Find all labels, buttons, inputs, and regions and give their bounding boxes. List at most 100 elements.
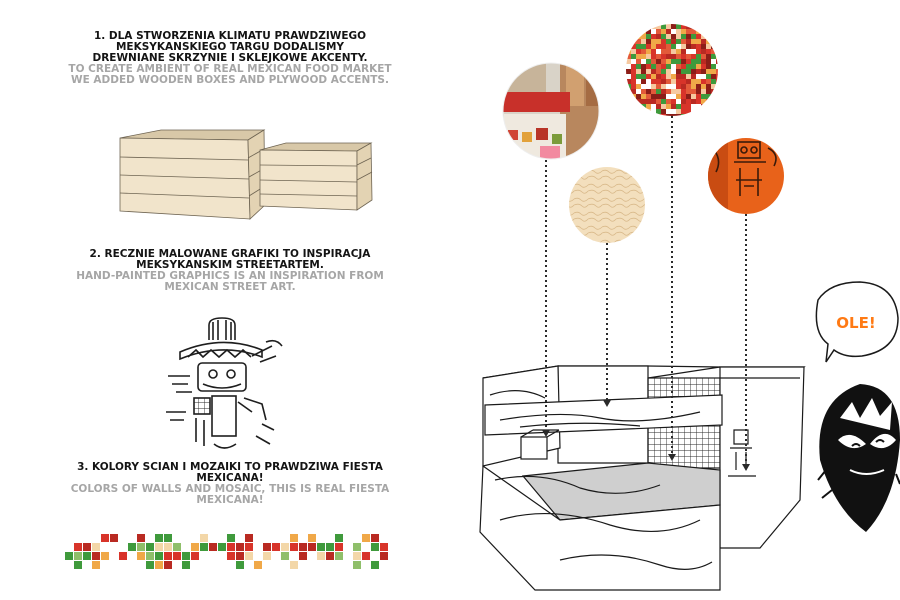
mosaic-circle-tile — [646, 59, 651, 64]
mosaic-circle-tile — [686, 79, 691, 84]
mosaic-circle-tile — [636, 24, 641, 29]
mosaic-tile — [371, 543, 379, 551]
mosaic-circle-tile — [666, 64, 671, 69]
mosaic-tile — [245, 543, 253, 551]
mosaic-circle-tile — [691, 39, 696, 44]
mosaic-circle-tile — [701, 59, 706, 64]
mosaic-circle-tile — [626, 104, 631, 109]
mosaic-circle-tile — [671, 84, 676, 89]
mosaic-tile — [218, 552, 226, 560]
mosaic-circle-tile — [681, 74, 686, 79]
mosaic-circle-tile — [651, 59, 656, 64]
mosaic-circle-tile — [646, 114, 651, 116]
mosaic-circle-tile — [656, 59, 661, 64]
mosaic-circle-tile — [676, 34, 681, 39]
mosaic-tile — [128, 552, 136, 560]
mosaic-circle-tile — [696, 99, 701, 104]
step1-pl-line2: MEKSYKANSKIEGO TARGU DODALISMY — [115, 41, 344, 53]
mosaic-tile — [65, 534, 73, 542]
mosaic-tile — [155, 534, 163, 542]
mosaic-circle-tile — [686, 49, 691, 54]
mosaic-circle-tile — [626, 49, 631, 54]
mosaic-tile — [155, 552, 163, 560]
mosaic-tile — [65, 552, 73, 560]
mosaic-circle-tile — [716, 84, 718, 89]
mosaic-tile — [137, 552, 145, 560]
mosaic-tile — [281, 543, 289, 551]
mosaic-circle-tile — [651, 39, 656, 44]
mosaic-circle-tile — [701, 24, 706, 29]
mosaic-tile — [218, 543, 226, 551]
photo-circle-storefront — [503, 63, 599, 159]
mosaic-circle-tile — [666, 109, 671, 114]
mosaic-circle-tile — [706, 49, 711, 54]
mosaic-circle-tile — [651, 44, 656, 49]
mosaic-circle-tile — [671, 39, 676, 44]
mosaic-circle-tile — [696, 84, 701, 89]
mosaic-circle-tile — [651, 79, 656, 84]
mosaic-tile — [110, 534, 118, 542]
mosaic-circle-tile — [711, 94, 716, 99]
mosaic-tile — [92, 543, 100, 551]
mosaic-circle-tile — [701, 44, 706, 49]
mosaic-tile — [317, 543, 325, 551]
mosaic-circle-tile — [686, 74, 691, 79]
mosaic-circle-tile — [631, 84, 636, 89]
mosaic-circle-tile — [636, 109, 641, 114]
mosaic-tile — [308, 543, 316, 551]
mosaic-circle-tile — [691, 64, 696, 69]
step3-pl-line1: 3. KOLORY SCIAN I MOZAIKI TO PRAWDZIWA F… — [77, 461, 383, 473]
mosaic-circle-tile — [711, 79, 716, 84]
mosaic-circle-tile — [696, 39, 701, 44]
mosaic-circle-tile — [661, 54, 666, 59]
mosaic-circle-tile — [671, 89, 676, 94]
mosaic-circle-tile — [656, 89, 661, 94]
mosaic-circle-tile — [661, 49, 666, 54]
mosaic-circle-tile — [696, 79, 701, 84]
mosaic-circle-tile — [651, 94, 656, 99]
mosaic-circle-tile — [661, 94, 666, 99]
mosaic-circle-tile — [631, 59, 636, 64]
mosaic-circle-tile — [681, 84, 686, 89]
mosaic-circle-tile — [636, 64, 641, 69]
mosaic-circle-tile — [646, 89, 651, 94]
mosaic-circle-tile — [641, 79, 646, 84]
mosaic-circle-tile — [706, 64, 711, 69]
mosaic-circle-tile — [716, 99, 718, 104]
mosaic-circle-tile — [681, 109, 686, 114]
mosaic-circle-tile — [701, 79, 706, 84]
mosaic-circle-tile — [626, 114, 631, 116]
mosaic-circle-tile — [681, 64, 686, 69]
mosaic-circle-tile — [631, 64, 636, 69]
mosaic-circle-tile — [646, 94, 651, 99]
mosaic-circle-tile — [686, 29, 691, 34]
mosaic-circle-tile — [651, 89, 656, 94]
mosaic-circle-tile — [706, 109, 711, 114]
mosaic-strip — [65, 534, 388, 569]
mosaic-circle-tile — [716, 89, 718, 94]
mosaic-circle-tile — [661, 89, 666, 94]
mosaic-circle-tile — [676, 29, 681, 34]
mosaic-circle-tile — [681, 39, 686, 44]
mosaic-circle-tile — [696, 59, 701, 64]
mosaic-circle-tile — [631, 89, 636, 94]
mosaic-circle-tile — [696, 54, 701, 59]
mosaic-circle-tile — [631, 69, 636, 74]
mosaic-tile — [353, 552, 361, 560]
mosaic-circle-tile — [691, 89, 696, 94]
mosaic-tile — [236, 552, 244, 560]
mosaic-circle-tile — [646, 84, 651, 89]
mosaic-tile — [200, 534, 208, 542]
mosaic-circle-tile — [711, 114, 716, 116]
mosaic-circle-tile — [671, 114, 676, 116]
mosaic-circle-tile — [646, 54, 651, 59]
mosaic-circle-tile — [696, 64, 701, 69]
mosaic-tile — [290, 552, 298, 560]
mosaic-tile — [110, 561, 118, 569]
mosaic-tile — [155, 561, 163, 569]
mosaic-circle-tile — [636, 94, 641, 99]
mosaic-circle-tile — [711, 44, 716, 49]
step3-en-line2: MEXICANA! — [196, 494, 264, 506]
mosaic-circle-tile — [626, 89, 631, 94]
mosaic-tile — [308, 534, 316, 542]
